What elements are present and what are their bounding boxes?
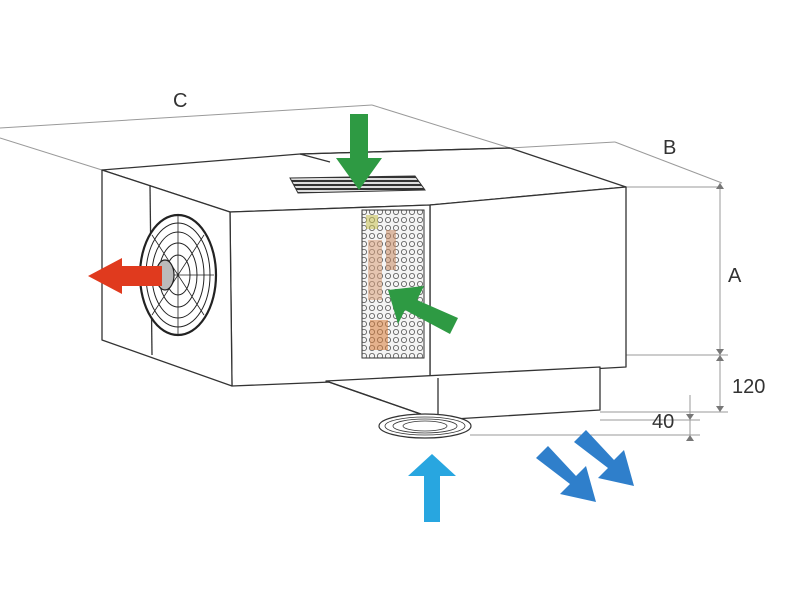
- outlet-arrow-icon: [574, 430, 634, 486]
- dimension-label-c: C: [173, 90, 187, 112]
- top-intake-arrow-icon: [336, 114, 382, 190]
- dimension-ticks: [686, 183, 724, 441]
- bottom-intake-arrow-icon: [408, 454, 456, 522]
- dimension-label-b: B: [663, 137, 676, 159]
- housing-front-right: [429, 186, 627, 379]
- exhaust-arrow-icon: [88, 258, 162, 294]
- dimension-lines: [0, 104, 728, 440]
- dimension-label-120: 120: [732, 376, 765, 398]
- dimension-label-40: 40: [652, 411, 674, 433]
- dimension-label-a: A: [728, 265, 742, 287]
- outlet-arrow-icon: [536, 446, 596, 502]
- evaporator-fan: [378, 413, 472, 439]
- grille-components: [366, 215, 396, 350]
- condenser-fan: [138, 213, 218, 337]
- side-intake-arrow-icon: [388, 286, 458, 334]
